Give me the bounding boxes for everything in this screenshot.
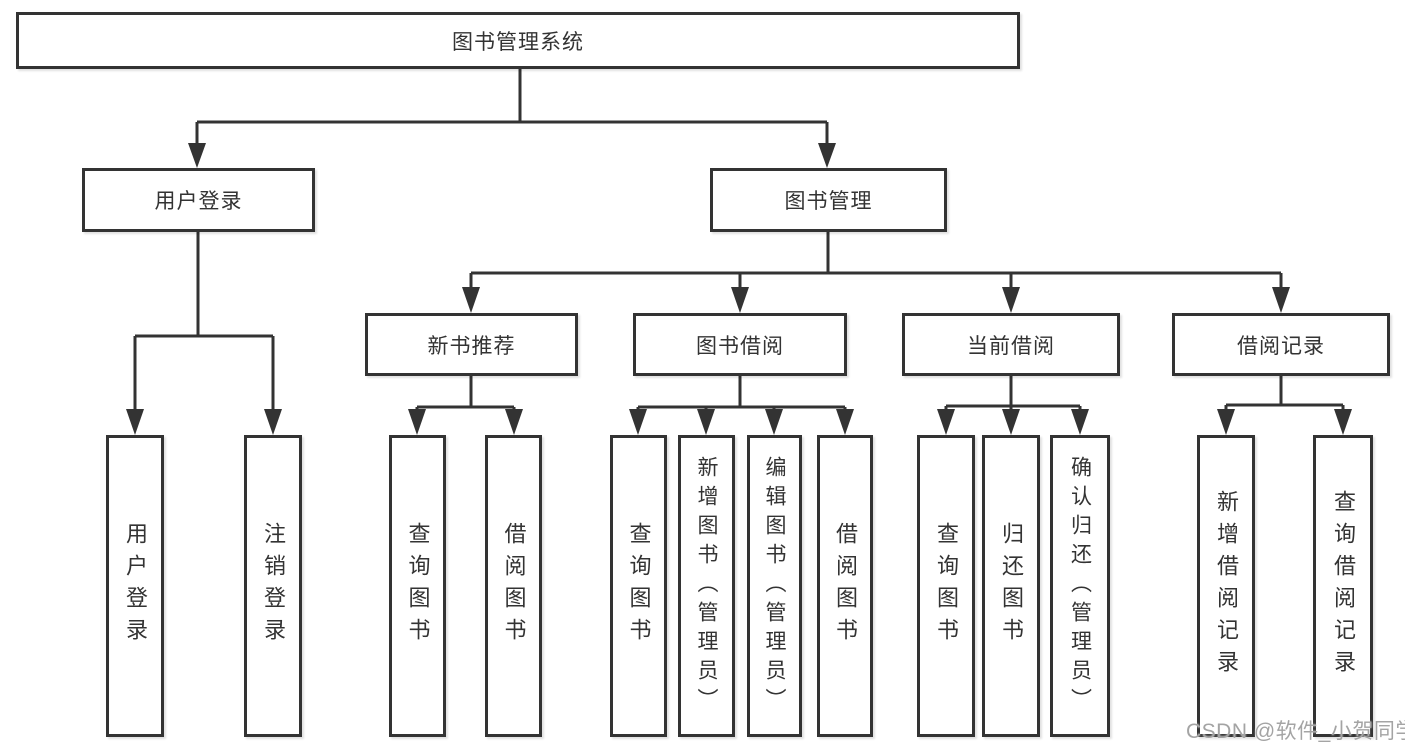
leaf-borrow-query-book-label: 查询图书 bbox=[626, 522, 652, 650]
leaf-recommend-borrow-book: 借阅图书 bbox=[485, 435, 542, 737]
leaf-recommend-query-book: 查询图书 bbox=[389, 435, 446, 737]
leaf-confirm-return-admin: 确认归还（管理员） bbox=[1050, 435, 1110, 737]
leaf-recommend-query-book-label: 查询图书 bbox=[405, 522, 431, 650]
leaf-user-login-label: 用户登录 bbox=[123, 522, 148, 650]
node-root: 图书管理系统 bbox=[16, 12, 1020, 69]
leaf-current-query-book-label: 查询图书 bbox=[934, 522, 959, 650]
leaf-add-book-admin: 新增图书（管理员） bbox=[678, 435, 735, 737]
leaf-borrow-book: 借阅图书 bbox=[817, 435, 873, 737]
leaf-add-book-admin-label: 新增图书（管理员） bbox=[695, 455, 718, 717]
node-book-management: 图书管理 bbox=[710, 168, 947, 232]
node-user-login-label: 用户登录 bbox=[154, 190, 243, 213]
node-new-book-recommend: 新书推荐 bbox=[365, 313, 578, 376]
leaf-confirm-return-admin-label: 确认归还（管理员） bbox=[1068, 455, 1092, 717]
leaf-query-borrow-record-label: 查询借阅记录 bbox=[1331, 490, 1356, 682]
leaf-logout: 注销登录 bbox=[244, 435, 302, 737]
leaf-edit-book-admin: 编辑图书（管理员） bbox=[747, 435, 802, 737]
node-current-borrow: 当前借阅 bbox=[902, 313, 1120, 376]
leaf-user-login: 用户登录 bbox=[106, 435, 164, 737]
node-root-label: 图书管理系统 bbox=[452, 30, 584, 54]
node-book-management-label: 图书管理 bbox=[784, 190, 873, 213]
leaf-borrow-query-book: 查询图书 bbox=[610, 435, 667, 737]
leaf-return-book: 归还图书 bbox=[982, 435, 1040, 737]
leaf-recommend-borrow-book-label: 借阅图书 bbox=[501, 522, 527, 650]
leaf-current-query-book: 查询图书 bbox=[917, 435, 975, 737]
leaf-add-borrow-record-label: 新增借阅记录 bbox=[1214, 490, 1239, 682]
leaf-add-borrow-record: 新增借阅记录 bbox=[1197, 435, 1255, 737]
leaf-borrow-book-label: 借阅图书 bbox=[833, 522, 858, 650]
node-new-book-recommend-label: 新书推荐 bbox=[427, 334, 516, 358]
leaf-edit-book-admin-label: 编辑图书（管理员） bbox=[763, 455, 786, 717]
node-current-borrow-label: 当前借阅 bbox=[967, 334, 1055, 358]
node-book-borrow: 图书借阅 bbox=[633, 313, 847, 376]
leaf-logout-label: 注销登录 bbox=[261, 522, 286, 650]
node-user-login: 用户登录 bbox=[82, 168, 315, 232]
leaf-query-borrow-record: 查询借阅记录 bbox=[1313, 435, 1373, 737]
csdn-watermark: CSDN @软件_小贺同学 bbox=[1186, 720, 1405, 743]
node-book-borrow-label: 图书借阅 bbox=[696, 334, 784, 358]
node-borrow-records-label: 借阅记录 bbox=[1237, 334, 1325, 358]
leaf-return-book-label: 归还图书 bbox=[999, 522, 1024, 650]
node-borrow-records: 借阅记录 bbox=[1172, 313, 1390, 376]
